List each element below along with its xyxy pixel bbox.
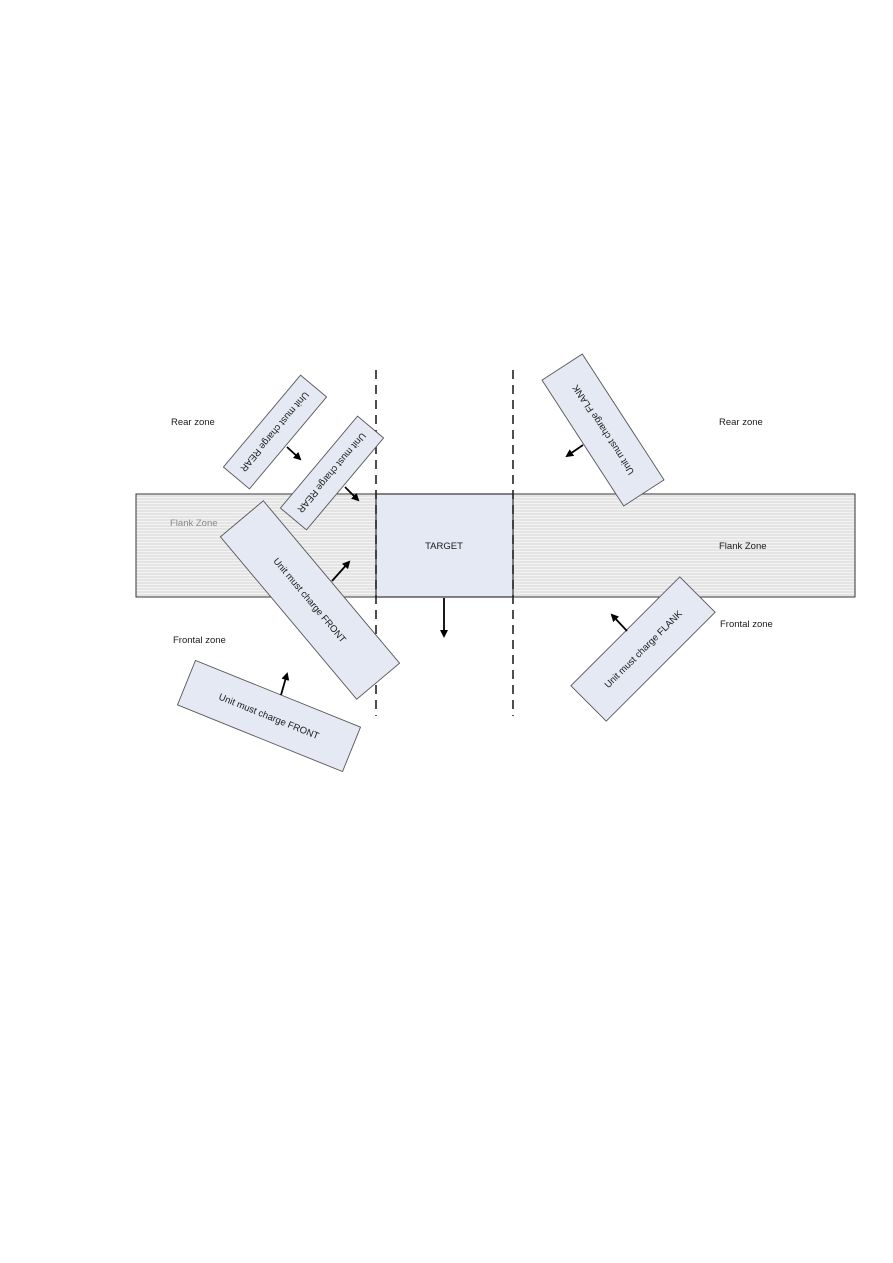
unit-flank-rear: Unit must charge FLANK xyxy=(541,353,665,507)
arrow-unit-flank-front xyxy=(610,613,628,632)
unit-flank-front: Unit must charge FLANK xyxy=(570,576,716,722)
arrow-unit-front-inner xyxy=(331,560,351,582)
flank-zone-right-label: Flank Zone xyxy=(719,541,767,552)
rear-zone-right-label: Rear zone xyxy=(719,417,763,428)
unit-front-outer: Unit must charge FRONT xyxy=(176,659,362,773)
arrow-unit-front-outer xyxy=(280,672,290,696)
frontal-zone-left-label: Frontal zone xyxy=(173,635,226,646)
arrow-unit-rear-inner xyxy=(344,486,360,502)
target-box xyxy=(375,493,514,598)
rear-zone-left-label: Rear zone xyxy=(171,417,215,428)
frontal-zone-right-label: Frontal zone xyxy=(720,619,773,630)
flank-zone-left-label: Flank Zone xyxy=(170,518,218,529)
arrow-unit-flank-rear xyxy=(565,444,584,458)
target-label: TARGET xyxy=(425,541,463,552)
unit-front-inner: Unit must charge FRONT xyxy=(219,500,401,700)
arrow-unit-rear-outer xyxy=(286,446,302,461)
unit-rear-outer-label: Unit must charge REAR xyxy=(238,389,311,473)
